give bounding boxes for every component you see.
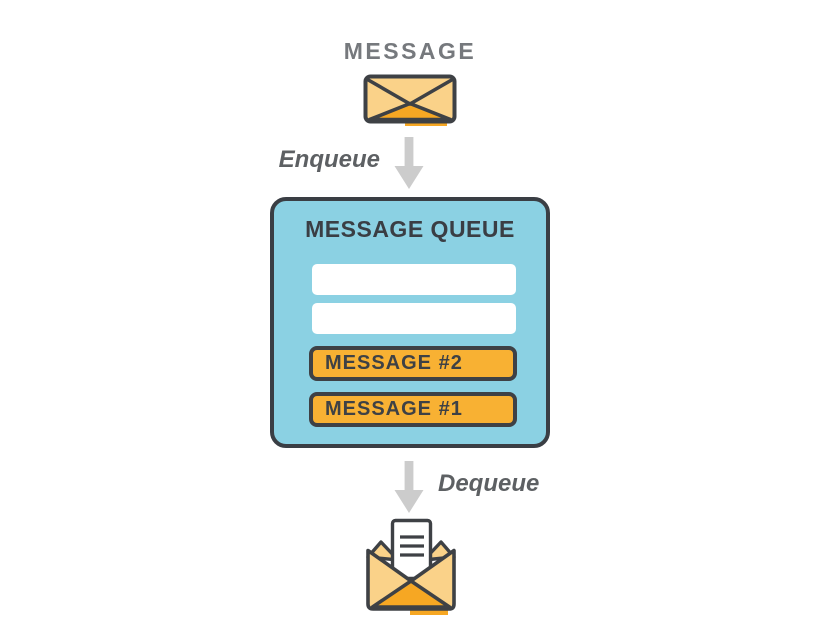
queue-message-2-label: MESSAGE #2	[325, 352, 463, 374]
queue-message-2: MESSAGE #2	[309, 346, 517, 381]
empty-slot	[312, 303, 516, 334]
queue-message-1-label: MESSAGE #1	[325, 398, 463, 420]
letter-text-lines	[400, 535, 424, 557]
message-title: MESSAGE	[343, 38, 477, 64]
queue-message-1: MESSAGE #1	[309, 392, 517, 427]
down-arrow-icon	[394, 461, 424, 513]
closed-envelope-icon	[363, 74, 457, 126]
enqueue-label: Enqueue	[278, 146, 380, 173]
queue-title: MESSAGE QUEUE	[305, 216, 515, 242]
open-envelope-icon	[366, 518, 456, 615]
message-queue-box: MESSAGE QUEUE MESSAGE #2 MESSAGE #1	[270, 197, 550, 448]
envelope-shadow	[410, 608, 448, 615]
empty-slot	[312, 264, 516, 295]
dequeue-label: Dequeue	[438, 470, 540, 497]
down-arrow-icon	[394, 137, 424, 189]
